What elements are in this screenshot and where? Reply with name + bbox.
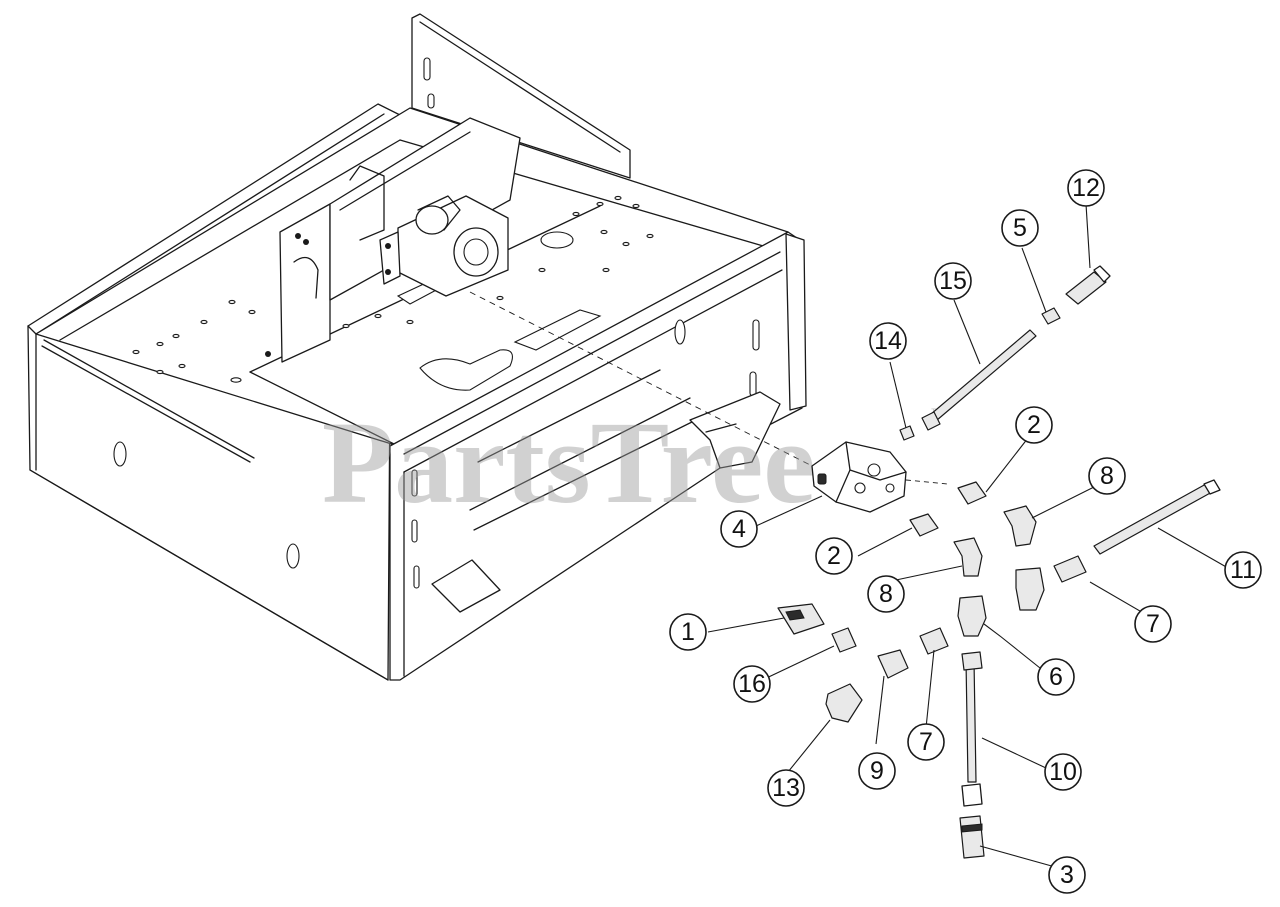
valve-part-1 bbox=[777, 603, 825, 635]
callout-7a[interactable]: 7 bbox=[1134, 605, 1172, 643]
callout-10[interactable]: 10 bbox=[1044, 753, 1082, 791]
callout-label: 7 bbox=[1146, 610, 1160, 638]
callout-16[interactable]: 16 bbox=[733, 665, 771, 703]
callout-11[interactable]: 11 bbox=[1224, 551, 1262, 589]
deck-holes bbox=[132, 195, 654, 383]
callout-label: 16 bbox=[738, 670, 766, 698]
callout-label: 12 bbox=[1072, 174, 1100, 202]
watermark-text: PartsTree bbox=[322, 397, 816, 528]
callout-5[interactable]: 5 bbox=[1001, 209, 1039, 247]
callout-label: 8 bbox=[879, 580, 893, 608]
adapter-part-2-upper bbox=[957, 481, 987, 505]
tube-part-11 bbox=[1093, 483, 1213, 555]
fitting-part-5 bbox=[1041, 307, 1061, 325]
tube-part-10 bbox=[965, 659, 977, 783]
callout-label: 4 bbox=[732, 515, 746, 543]
nut-part-7-right bbox=[1053, 555, 1087, 583]
watermark: PartsTree ™ bbox=[322, 397, 944, 528]
fitting-part-16 bbox=[831, 627, 857, 653]
callout-label: 10 bbox=[1049, 758, 1077, 786]
chassis-frame bbox=[27, 13, 807, 681]
connector-part-3 bbox=[959, 815, 985, 859]
callout-1[interactable]: 1 bbox=[669, 613, 707, 651]
adapter-part-2-lower bbox=[909, 513, 939, 537]
callout-label: 14 bbox=[874, 327, 902, 355]
callout-label: 3 bbox=[1060, 861, 1074, 889]
hydraulic-components bbox=[777, 265, 1221, 859]
callouts: 1 2 2 3 4 5 6 7 bbox=[669, 169, 1262, 894]
tee-part-6 bbox=[957, 595, 987, 637]
pump-part-4 bbox=[811, 441, 949, 513]
callout-4[interactable]: 4 bbox=[720, 510, 758, 548]
callout-label: 7 bbox=[919, 728, 933, 756]
callout-2a[interactable]: 2 bbox=[1015, 406, 1053, 444]
callout-label: 2 bbox=[827, 542, 841, 570]
tube-part-15 bbox=[923, 329, 1037, 427]
callout-label: 15 bbox=[939, 267, 967, 295]
callout-14[interactable]: 14 bbox=[869, 322, 907, 360]
callout-label: 11 bbox=[1230, 556, 1256, 584]
callout-label: 8 bbox=[1100, 462, 1114, 490]
callout-13[interactable]: 13 bbox=[767, 769, 805, 807]
nut-part-7-left bbox=[919, 627, 949, 655]
elbow-part-9 bbox=[877, 649, 909, 679]
fitting-part-14 bbox=[899, 425, 915, 441]
callout-12[interactable]: 12 bbox=[1067, 169, 1105, 207]
callout-label: 5 bbox=[1013, 214, 1027, 242]
callout-8b[interactable]: 8 bbox=[867, 575, 905, 613]
callout-9[interactable]: 9 bbox=[858, 752, 896, 790]
seat-bracket-assembly bbox=[265, 117, 521, 363]
elbow-part-8-lower bbox=[953, 537, 983, 577]
callout-8a[interactable]: 8 bbox=[1088, 457, 1126, 495]
callout-15[interactable]: 15 bbox=[934, 262, 972, 300]
callout-label: 9 bbox=[870, 757, 884, 785]
callout-2b[interactable]: 2 bbox=[815, 537, 853, 575]
tee-part-6-right bbox=[1015, 567, 1045, 611]
elbow-part-8-upper bbox=[1003, 505, 1037, 547]
callout-label: 1 bbox=[681, 618, 695, 646]
callout-7b[interactable]: 7 bbox=[907, 723, 945, 761]
connector-part-12 bbox=[1065, 271, 1107, 305]
callout-label: 2 bbox=[1027, 411, 1041, 439]
callout-label: 6 bbox=[1049, 663, 1063, 691]
callout-label: 13 bbox=[772, 774, 800, 802]
callout-6[interactable]: 6 bbox=[1037, 658, 1075, 696]
elbow-part-13 bbox=[825, 683, 863, 723]
callout-3[interactable]: 3 bbox=[1048, 856, 1086, 894]
